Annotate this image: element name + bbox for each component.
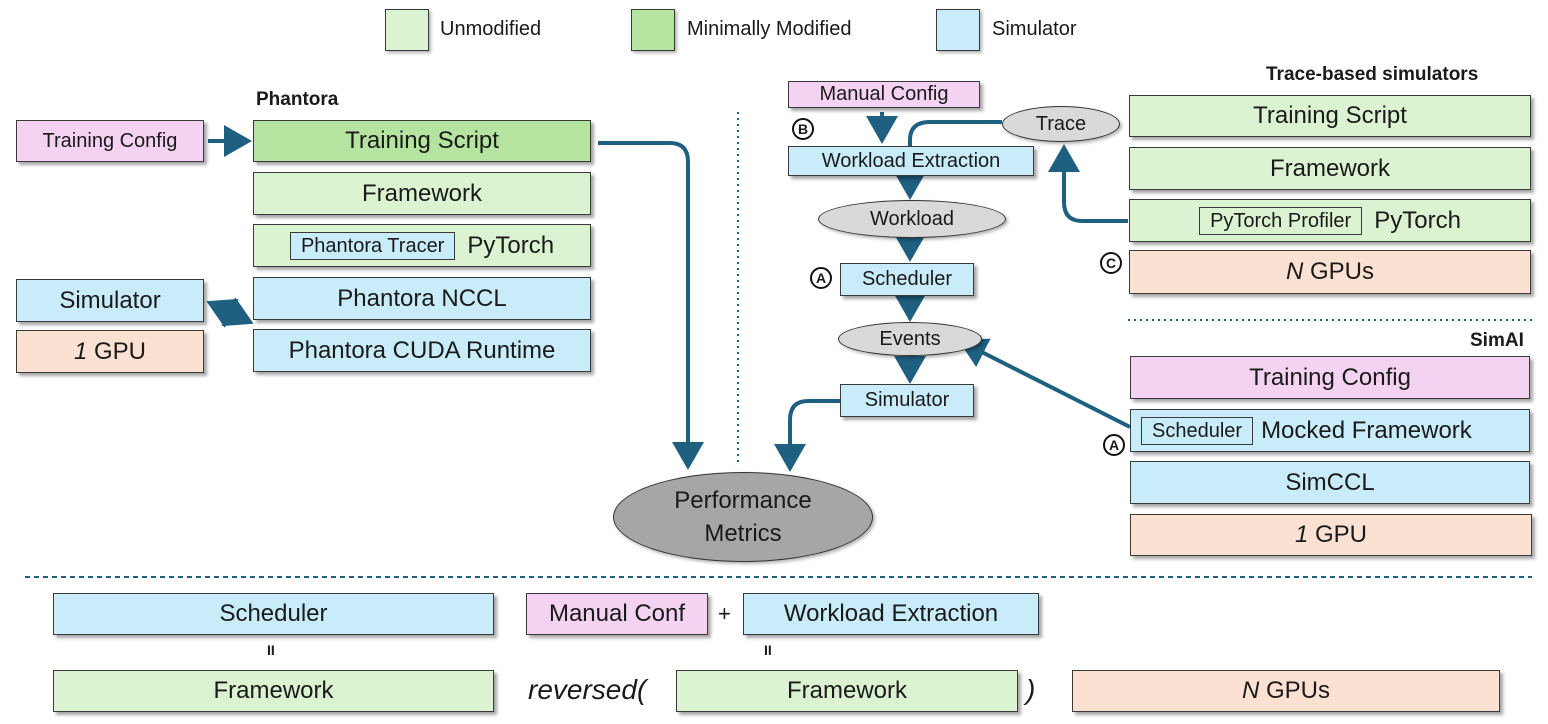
arrow-simulator-runtime (206, 297, 254, 328)
arrow-simai-to-events (958, 338, 1131, 429)
bottom-framework-1: Framework (53, 670, 494, 712)
bottom-plus: + (718, 601, 731, 626)
legend-swatch-minimally-modified (631, 9, 675, 51)
bottom-equals-2: II (764, 642, 772, 658)
phantora-framework: Framework (253, 172, 591, 215)
simai-scheduler: Scheduler (1141, 416, 1254, 445)
simai-mocked-framework-label: Mocked Framework (1261, 416, 1472, 444)
simai-training-config: Training Config (1130, 356, 1530, 399)
arrow-script-to-metrics (598, 141, 704, 470)
trace-gpu-label: GPUs (1310, 258, 1375, 285)
phantora-simulator: Simulator (16, 279, 204, 322)
simai-gpu: 1 GPU (1130, 514, 1532, 556)
bottom-gpu-label: GPUs (1266, 677, 1331, 704)
trace-gpu-count: N (1285, 258, 1304, 285)
flow-trace: Trace (1002, 106, 1120, 142)
phantora-nccl: Phantora NCCL (253, 277, 591, 320)
simai-marker-a: A (1103, 434, 1125, 456)
simai-mocked-framework-row: Scheduler Mocked Framework (1130, 409, 1530, 452)
bottom-equals-1: II (267, 642, 275, 658)
performance-metrics: Performance Metrics (613, 472, 873, 562)
legend-swatch-unmodified (385, 9, 429, 51)
bottom-reversed-close: ) (1026, 674, 1036, 705)
phantora-title: Phantora (256, 89, 339, 110)
phantora-gpu: 1 GPU (16, 330, 204, 373)
bottom-reversed-open: reversed( (528, 674, 647, 705)
bottom-framework-2: Framework (676, 670, 1018, 712)
trace-training-script: Training Script (1129, 95, 1531, 137)
bottom-workload-extraction: Workload Extraction (743, 593, 1039, 635)
bottom-gpus: N GPUs (1072, 670, 1500, 712)
trace-pytorch-profiler: PyTorch Profiler (1199, 206, 1363, 235)
bottom-manual-conf: Manual Conf (526, 593, 708, 635)
phantora-pytorch-label: PyTorch (467, 231, 555, 259)
simai-simccl: SimCCL (1130, 461, 1530, 504)
marker-a: A (810, 267, 832, 289)
legend-simulator: Simulator (992, 18, 1077, 40)
bottom-gpu-count: N (1241, 677, 1260, 704)
phantora-training-config: Training Config (16, 120, 204, 162)
flow-scheduler: Scheduler (840, 263, 974, 296)
marker-c: C (1100, 252, 1122, 274)
flow-simulator: Simulator (840, 384, 974, 417)
flow-events: Events (838, 322, 982, 356)
phantora-pytorch-row: Phantora Tracer PyTorch (253, 224, 591, 267)
marker-b: B (792, 118, 814, 140)
simai-gpu-count: 1 (1294, 521, 1309, 548)
trace-framework: Framework (1129, 147, 1531, 190)
phantora-tracer: Phantora Tracer (289, 231, 456, 260)
flow-workload-extraction: Workload Extraction (788, 146, 1034, 176)
flow-workload: Workload (818, 200, 1006, 238)
phantora-gpu-label: GPU (94, 337, 147, 365)
arrow-simulator-to-metrics (774, 399, 840, 472)
legend-swatch-simulator (936, 9, 980, 51)
legend-minimally-modified: Minimally Modified (687, 18, 852, 40)
trace-pytorch-label: PyTorch (1374, 206, 1461, 234)
flow-manual-config: Manual Config (788, 81, 980, 108)
bottom-scheduler: Scheduler (53, 593, 494, 635)
phantora-gpu-count: 1 (73, 337, 88, 365)
phantora-cuda-runtime: Phantora CUDA Runtime (253, 329, 591, 372)
arrow-profiler-to-trace (1048, 144, 1128, 223)
simai-title: SimAI (1470, 330, 1524, 351)
legend-unmodified: Unmodified (440, 18, 542, 40)
phantora-training-script: Training Script (253, 120, 591, 162)
arrow-trace-to-extraction (908, 120, 1002, 146)
trace-based-title: Trace-based simulators (1266, 64, 1479, 85)
trace-gpus: N GPUs (1129, 250, 1531, 294)
trace-pytorch-row: PyTorch Profiler PyTorch (1129, 199, 1531, 242)
simai-gpu-label: GPU (1315, 521, 1368, 548)
